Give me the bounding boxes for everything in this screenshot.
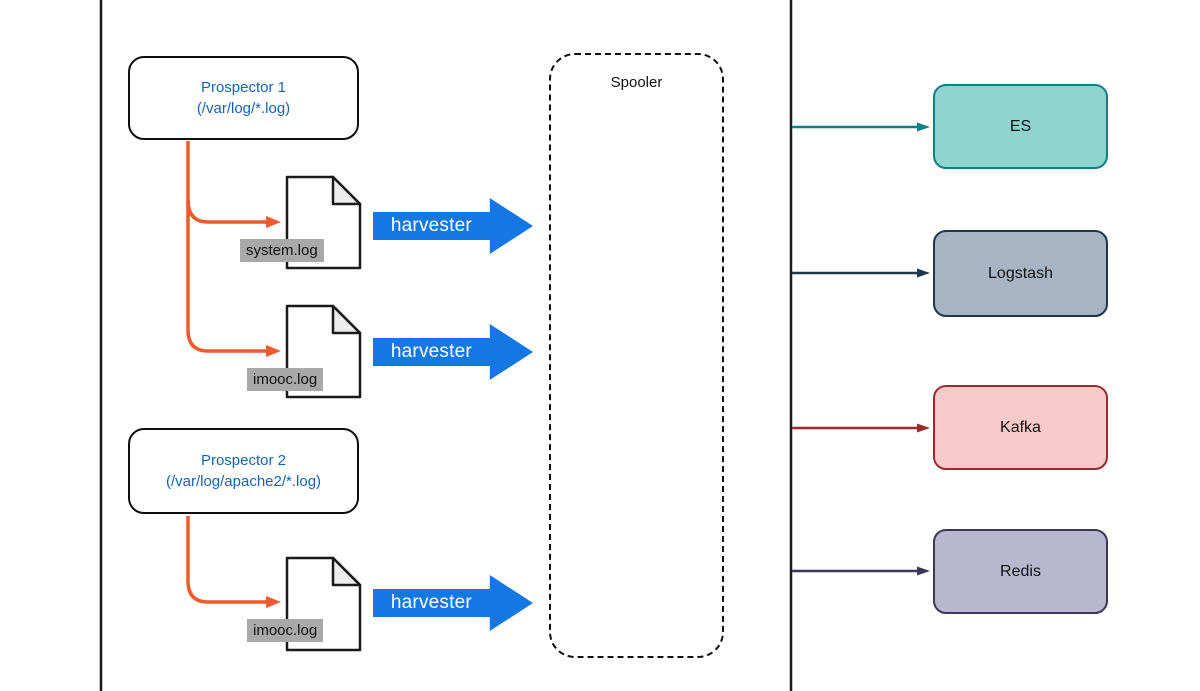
file-label-imooc-log-2: imooc.log: [247, 619, 324, 642]
prospector2-path: (/var/log/apache2/*.log): [165, 473, 322, 490]
prospector1-to-system-connector: [186, 199, 281, 228]
file-fold-corner: [331, 304, 362, 335]
file-label-imooc-log-1: imooc.log: [247, 368, 324, 391]
file-fold-corner: [331, 175, 362, 206]
output-node-es: ES: [933, 84, 1108, 169]
prospector1-path: (/var/log/*.log): [196, 100, 291, 117]
output-node-redis: Redis: [933, 529, 1108, 614]
harvester-label: harvester: [390, 215, 472, 236]
harvester-label: harvester: [390, 592, 472, 613]
prospector2-title: Prospector 2: [200, 452, 287, 469]
prospector2-node: Prospector 2 (/var/log/apache2/*.log): [128, 428, 359, 514]
output-node-logstash: Logstash: [933, 230, 1108, 317]
prospector2-to-imooc-connector: [186, 516, 281, 608]
file-label-system-log: system.log: [240, 239, 324, 262]
prospector1-to-imooc-connector: [186, 141, 281, 357]
spooler-container: Spooler: [549, 53, 724, 658]
prospector1-title: Prospector 1: [200, 79, 287, 96]
spooler-label: Spooler: [610, 74, 663, 91]
file-fold-corner: [331, 556, 362, 587]
output-node-kafka: Kafka: [933, 385, 1108, 470]
harvester-label: harvester: [390, 341, 472, 362]
prospector1-node: Prospector 1 (/var/log/*.log): [128, 56, 359, 140]
